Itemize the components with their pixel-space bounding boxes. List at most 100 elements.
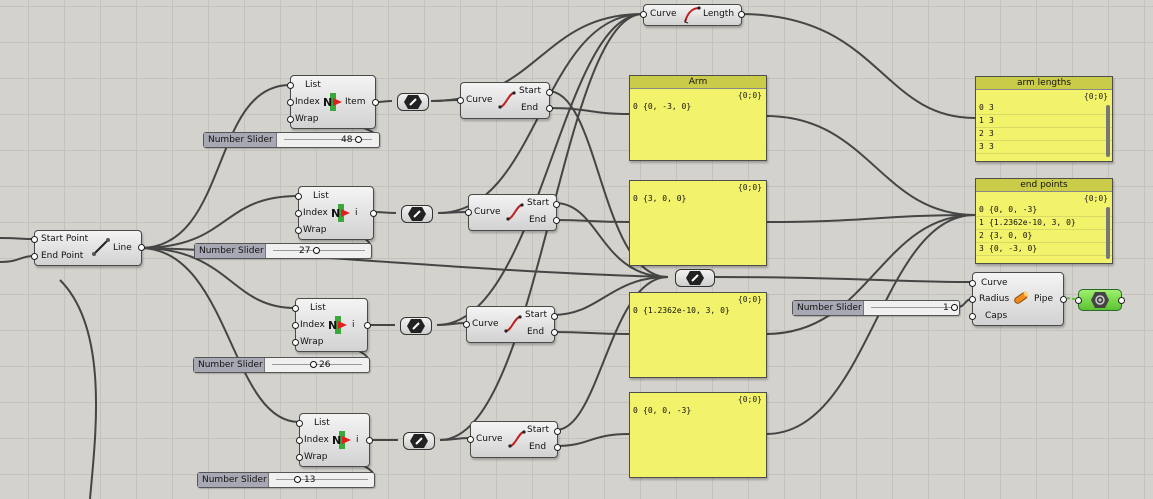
- number-slider[interactable]: Number Slider 13: [197, 472, 375, 488]
- viewer-output-port[interactable]: [1118, 297, 1125, 304]
- start-output-port[interactable]: [554, 428, 561, 435]
- relay[interactable]: [401, 205, 433, 223]
- slider-knob[interactable]: [313, 247, 320, 254]
- panel-row: 0{0, 0, -3}: [976, 204, 1112, 217]
- i-output-port[interactable]: [370, 210, 377, 217]
- list-input-port[interactable]: [296, 420, 303, 427]
- wrap-input-port[interactable]: [287, 116, 294, 123]
- list-item-component[interactable]: List Index Wrap N i: [296, 413, 373, 467]
- end-points-component[interactable]: Curve Start End: [463, 306, 558, 343]
- slider-track[interactable]: [276, 479, 368, 480]
- end-output-port[interactable]: [553, 217, 560, 224]
- index-input-port[interactable]: [296, 437, 303, 444]
- length-output-port[interactable]: [738, 11, 745, 18]
- slider-knob[interactable]: [310, 361, 317, 368]
- pipe-icon: [1011, 288, 1031, 308]
- start-output-label: Start: [519, 86, 541, 96]
- list-input-port[interactable]: [287, 82, 294, 89]
- start-point-input-port[interactable]: [31, 236, 38, 243]
- end-points-component[interactable]: Curve Start End: [465, 194, 560, 231]
- end-output-port[interactable]: [554, 444, 561, 451]
- slider-knob[interactable]: [355, 136, 362, 143]
- number-slider[interactable]: Number Slider 1: [792, 300, 960, 316]
- text-panel[interactable]: {0;0} 0{0, 0, -3}: [629, 392, 767, 478]
- panel-scrollbar[interactable]: [1106, 105, 1110, 157]
- list-item-component[interactable]: List Index Wrap N Item: [287, 75, 379, 129]
- curve-input-port[interactable]: [969, 280, 976, 287]
- wrap-input-port[interactable]: [295, 227, 302, 234]
- panel-title: end points: [976, 179, 1112, 192]
- curve-input-port[interactable]: [640, 11, 647, 18]
- slider-name: Number Slider: [194, 358, 265, 372]
- preview-viewer[interactable]: [1075, 289, 1125, 311]
- index-input-port[interactable]: [287, 99, 294, 106]
- index-label: Index: [304, 435, 329, 445]
- slider-knob[interactable]: [294, 476, 301, 483]
- svg-text:N: N: [323, 96, 332, 109]
- radius-input-port[interactable]: [969, 296, 976, 303]
- text-panel[interactable]: {0;0} 0{3, 0, 0}: [629, 180, 767, 266]
- pipe-component[interactable]: Curve Radius Caps Pipe: [969, 272, 1067, 326]
- length-component[interactable]: Curve Length: [640, 4, 745, 26]
- pipe-output-label: Pipe: [1034, 294, 1053, 304]
- relay[interactable]: [403, 432, 435, 450]
- start-output-port[interactable]: [546, 89, 553, 96]
- slider-track[interactable]: [871, 307, 953, 308]
- end-points-component[interactable]: Curve Start End: [467, 421, 561, 458]
- curve-input-port[interactable]: [463, 321, 470, 328]
- panel-title: arm lengths: [976, 77, 1112, 90]
- item-output-label: Item: [345, 97, 366, 107]
- curve-input-label: Curve: [474, 207, 501, 217]
- end-points-panel[interactable]: end points {0;0} 0{0, 0, -3} 1{1.2362e-1…: [975, 178, 1113, 264]
- caps-input-port[interactable]: [969, 313, 976, 320]
- curve-input-port[interactable]: [465, 209, 472, 216]
- index-input-port[interactable]: [292, 322, 299, 329]
- relay[interactable]: [675, 269, 715, 287]
- panel-row: 0{0, 0, -3}: [633, 406, 692, 415]
- relay[interactable]: [400, 317, 432, 335]
- line-component[interactable]: Start Point End Point Line: [31, 230, 145, 266]
- arm-panel[interactable]: Arm {0;0} 0{0, -3, 0}: [629, 75, 767, 161]
- curve-length-icon: [682, 5, 702, 25]
- line-output-port[interactable]: [138, 244, 145, 251]
- slider-track[interactable]: [284, 139, 372, 140]
- number-slider[interactable]: Number Slider 48: [203, 132, 380, 148]
- i-output-port[interactable]: [366, 437, 373, 444]
- list-item-icon: N: [331, 203, 351, 223]
- index-input-port[interactable]: [295, 210, 302, 217]
- list-input-port[interactable]: [295, 193, 302, 200]
- slider-track[interactable]: [272, 364, 362, 365]
- number-slider[interactable]: Number Slider 27: [194, 243, 372, 259]
- wrap-input-port[interactable]: [292, 339, 299, 346]
- i-output-port[interactable]: [364, 322, 371, 329]
- wrap-input-port[interactable]: [296, 454, 303, 461]
- radius-input-label: Radius: [979, 294, 1010, 304]
- number-slider[interactable]: Number Slider 26: [193, 357, 370, 373]
- list-input-port[interactable]: [292, 305, 299, 312]
- list-item-component[interactable]: List Index Wrap N i: [292, 298, 371, 352]
- end-output-port[interactable]: [551, 329, 558, 336]
- pipe-output-port[interactable]: [1060, 296, 1067, 303]
- panel-path: {0;0}: [1083, 92, 1108, 101]
- curve-input-port[interactable]: [467, 436, 474, 443]
- slider-value: 27: [299, 246, 311, 256]
- curve-input-port[interactable]: [457, 97, 464, 104]
- viewer-input-port[interactable]: [1075, 297, 1082, 304]
- start-output-port[interactable]: [551, 313, 558, 320]
- start-output-port[interactable]: [553, 201, 560, 208]
- relay[interactable]: [397, 93, 429, 111]
- panel-scrollbar[interactable]: [1106, 207, 1110, 259]
- slider-knob[interactable]: [951, 304, 958, 311]
- end-point-input-port[interactable]: [31, 253, 38, 260]
- end-output-port[interactable]: [546, 105, 553, 112]
- text-panel[interactable]: {0;0} 0{1.2362e-10, 3, 0}: [629, 292, 767, 378]
- item-output-port[interactable]: [372, 99, 379, 106]
- list-item-component[interactable]: List Index Wrap N i: [295, 186, 377, 240]
- index-label: Index: [295, 97, 320, 107]
- start-output-label: Start: [525, 310, 547, 320]
- line-output-label: Line: [113, 243, 132, 253]
- end-points-component[interactable]: Curve Start End: [457, 82, 553, 119]
